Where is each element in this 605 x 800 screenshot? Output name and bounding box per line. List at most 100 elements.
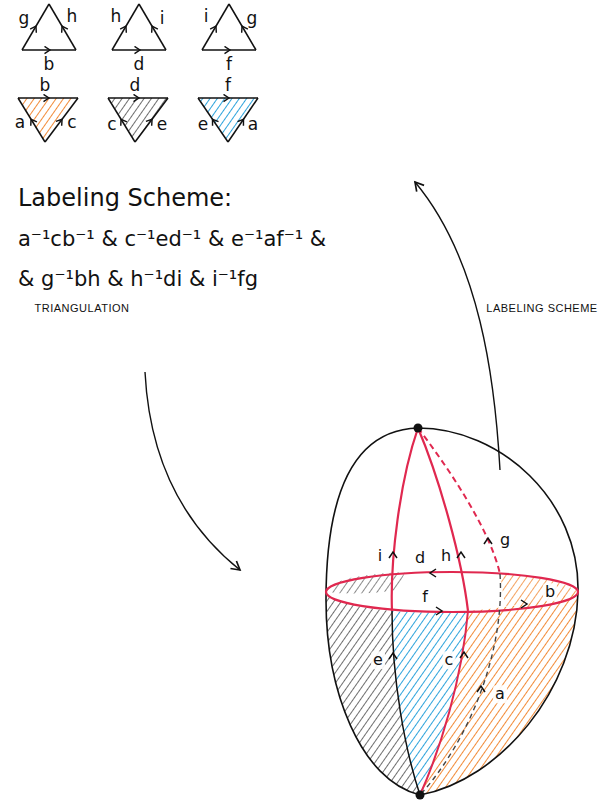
edge-letter: c bbox=[67, 113, 76, 132]
scheme-text: & g⁻¹bh & h⁻¹di & i⁻¹fg bbox=[18, 268, 258, 291]
meridian-hidden bbox=[418, 428, 500, 574]
triangle-edge bbox=[22, 49, 76, 51]
triangle-edge bbox=[139, 4, 166, 50]
grey-hatch bbox=[108, 98, 168, 142]
edge-letter: c bbox=[107, 115, 116, 134]
edge-letter: d bbox=[134, 55, 145, 74]
edge-letter: d bbox=[130, 76, 141, 95]
triangle-edge bbox=[108, 98, 135, 142]
equator bbox=[326, 572, 578, 612]
edge-letter: e bbox=[198, 115, 208, 134]
edge-letter: f bbox=[420, 588, 430, 606]
blue-hatch bbox=[198, 98, 258, 142]
edge-letter: b bbox=[44, 55, 55, 74]
triangle-group bbox=[18, 98, 258, 142]
triangle-edge bbox=[228, 98, 258, 142]
orientation-marks bbox=[389, 538, 527, 692]
pole-dot bbox=[416, 791, 425, 800]
edge-letter: e bbox=[157, 115, 167, 134]
label-holder: g bbox=[19, 9, 30, 28]
edge-letter: h bbox=[111, 7, 122, 26]
edge-letter: d bbox=[413, 549, 427, 567]
triangle-edge bbox=[112, 49, 166, 51]
label-holder: i bbox=[160, 9, 165, 28]
label-holder: b bbox=[44, 55, 55, 74]
triangle-edge bbox=[202, 4, 229, 50]
chevron bbox=[389, 653, 397, 659]
label-holder: e bbox=[157, 115, 167, 134]
label-holder: c bbox=[67, 113, 76, 132]
triangle-edge bbox=[18, 97, 78, 99]
edge-letter: h bbox=[67, 7, 78, 26]
label-holder: d bbox=[134, 55, 145, 74]
label-holder: a bbox=[493, 685, 507, 703]
triangle-edge bbox=[45, 98, 78, 142]
edge-letter: a bbox=[493, 685, 507, 703]
edge-letter: e bbox=[371, 651, 385, 669]
scheme-text: Labeling Scheme: bbox=[18, 185, 232, 211]
label-holder: d bbox=[413, 549, 427, 567]
chevron bbox=[484, 538, 492, 544]
arrow-caption: TRIANGULATION bbox=[35, 302, 130, 314]
chevron bbox=[430, 569, 436, 577]
label-holder: i bbox=[376, 547, 384, 565]
label-holder: f bbox=[225, 76, 231, 95]
label-holder: a bbox=[248, 115, 258, 134]
label-holder: LABELING SCHEME bbox=[486, 302, 597, 314]
meridian bbox=[392, 611, 420, 795]
label-holder: a⁻¹cb⁻¹ & c⁻¹ed⁻¹ & e⁻¹af⁻¹ & bbox=[18, 228, 326, 251]
label-holder: h bbox=[67, 7, 78, 26]
edge-letter: i bbox=[376, 547, 384, 565]
label-holder: b bbox=[543, 583, 557, 601]
edge-letter: i bbox=[160, 9, 165, 28]
triangle-edge bbox=[135, 98, 168, 142]
arrow-caption: LABELING SCHEME bbox=[486, 302, 597, 314]
sphere-outline bbox=[326, 428, 578, 795]
chevron bbox=[477, 686, 485, 692]
label-holder: & g⁻¹bh & h⁻¹di & i⁻¹fg bbox=[18, 268, 258, 291]
orange-hatch bbox=[18, 98, 78, 142]
label-holder: Labeling Scheme: bbox=[18, 185, 232, 211]
edge-letter: h bbox=[439, 547, 453, 565]
meridian bbox=[420, 611, 468, 795]
label-holder: h bbox=[111, 7, 122, 26]
edge-letter: f bbox=[225, 76, 231, 95]
chevron bbox=[389, 552, 397, 558]
label-holder: f bbox=[226, 55, 232, 74]
label-holder: b bbox=[40, 76, 51, 95]
edge-letter: g bbox=[498, 531, 512, 549]
edge-letter: a bbox=[248, 115, 258, 134]
label-holder: c bbox=[107, 115, 116, 134]
chevron bbox=[436, 607, 442, 615]
label-holder: c bbox=[443, 651, 456, 669]
chevron bbox=[460, 652, 468, 658]
triangle-edge bbox=[198, 97, 258, 99]
edge-letter: i bbox=[204, 7, 209, 26]
label-holder: a bbox=[15, 113, 25, 132]
label-holder: h bbox=[439, 547, 453, 565]
triangle-group bbox=[22, 4, 256, 50]
edge-letter: c bbox=[443, 651, 456, 669]
edge-letter: b bbox=[543, 583, 557, 601]
label-holder: f bbox=[420, 588, 430, 606]
edge-letter: f bbox=[226, 55, 232, 74]
meridian bbox=[392, 428, 418, 611]
edge-letter: g bbox=[247, 9, 258, 28]
label-holder: e bbox=[371, 651, 385, 669]
edge-letter: b bbox=[40, 76, 51, 95]
scheme-text: a⁻¹cb⁻¹ & c⁻¹ed⁻¹ & e⁻¹af⁻¹ & bbox=[18, 228, 326, 251]
triangle-edge bbox=[198, 98, 228, 142]
chevron bbox=[457, 552, 465, 558]
chevron bbox=[521, 600, 527, 608]
edge-letter: a bbox=[15, 113, 25, 132]
label-holder: i bbox=[204, 7, 209, 26]
curved-arrow bbox=[145, 372, 240, 570]
label-holder: d bbox=[130, 76, 141, 95]
edge-letter: g bbox=[19, 9, 30, 28]
curved-arrow bbox=[415, 182, 500, 470]
triangle-edge bbox=[108, 97, 168, 99]
label-holder: g bbox=[247, 9, 258, 28]
pole-dot bbox=[414, 424, 423, 433]
